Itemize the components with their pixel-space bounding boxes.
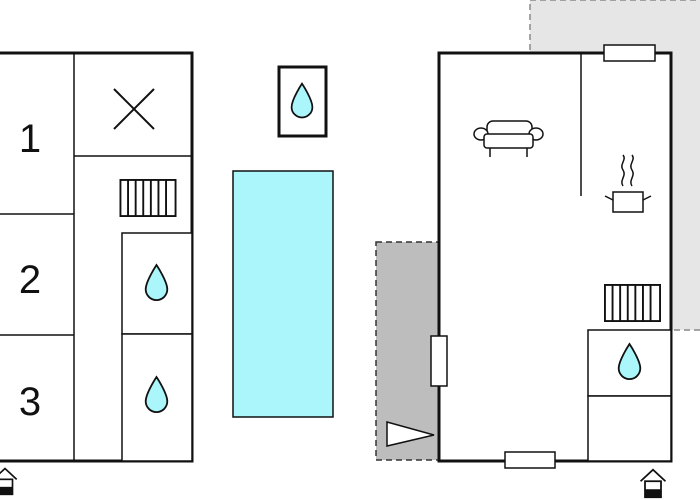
cooking-pot-icon [604, 154, 652, 213]
window-icon [504, 451, 556, 469]
radiator-icon [119, 179, 177, 217]
window-icon [603, 44, 656, 62]
room-label-1: 1 [19, 117, 41, 161]
room-label-3: 3 [19, 380, 41, 424]
entrance-icon [0, 467, 18, 496]
sofa-icon [473, 120, 544, 157]
entrance-icon [639, 468, 667, 499]
room-label-2: 2 [19, 258, 41, 302]
cross-icon [113, 88, 155, 130]
swimming-pool [232, 170, 334, 418]
window-icon [430, 335, 448, 387]
right-building [437, 51, 673, 463]
radiator-icon [604, 284, 661, 322]
door-triangle [386, 421, 435, 447]
